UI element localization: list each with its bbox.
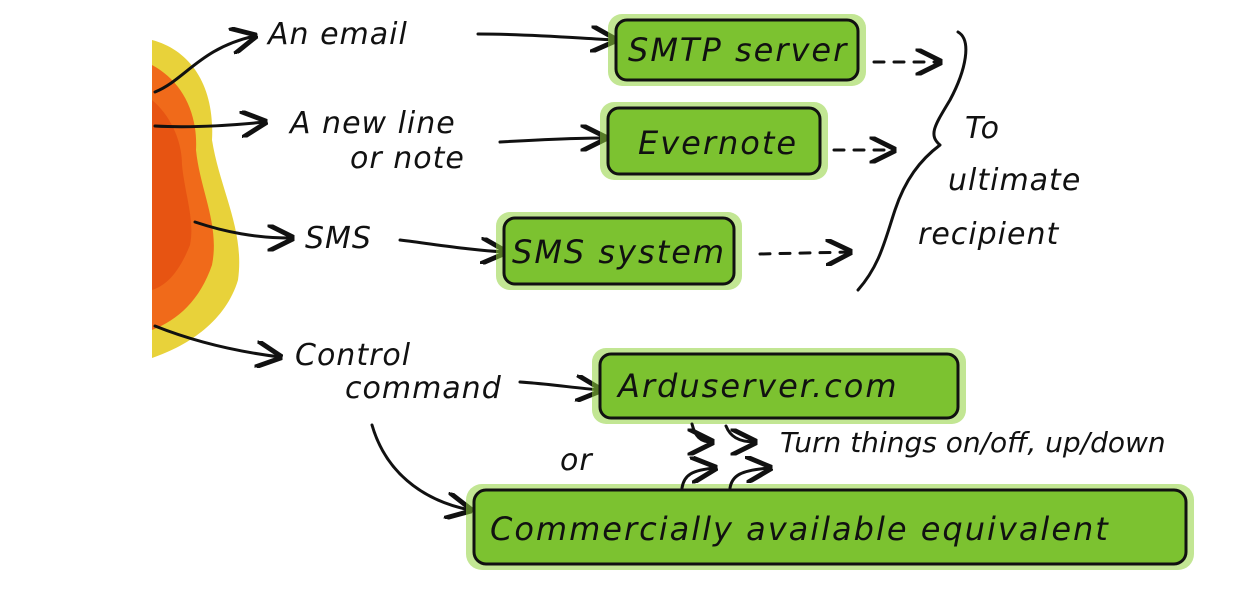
arrow-newline-to-evernote — [498, 138, 605, 142]
dashed-arrow-sms — [758, 252, 850, 254]
input-sms-label: SMS — [305, 221, 372, 256]
input-note-label: or note — [350, 141, 465, 176]
arrow-source-to-email — [153, 36, 255, 94]
input-email-label: An email — [266, 17, 408, 52]
system-arduserver-label: Arduserver.com — [616, 367, 899, 405]
system-commercial-label: Commercially available equivalent — [490, 510, 1110, 548]
arrow-source-to-newline — [153, 122, 265, 127]
source-blob — [152, 40, 240, 358]
recipient-brace — [856, 30, 968, 292]
arrow-arduserver-action-1 — [692, 422, 712, 442]
system-box-evernote: Evernote — [600, 102, 828, 180]
system-box-commercial: Commercially available equivalent — [466, 484, 1194, 570]
system-box-arduserver: Arduserver.com — [592, 348, 966, 424]
system-sms-label: SMS system — [512, 233, 726, 271]
input-newline-label: A new line — [288, 106, 456, 141]
arrow-command-to-commercial — [370, 423, 470, 510]
system-evernote-label: Evernote — [638, 124, 798, 162]
arrow-email-to-smtp — [476, 34, 615, 40]
recipient-line-2: ultimate — [948, 163, 1081, 198]
arrow-command-to-arduserver — [518, 382, 600, 390]
recipient-line-1: To — [965, 111, 1000, 146]
action-label: Turn things on/off, up/down — [780, 426, 1166, 459]
recipient-line-3: recipient — [918, 217, 1059, 252]
input-control-label: Control — [295, 338, 411, 373]
arrow-source-to-sms — [193, 220, 292, 238]
arrow-arduserver-action-2 — [724, 424, 755, 442]
arrow-commercial-action-2 — [728, 468, 770, 490]
arrow-commercial-action-1 — [680, 468, 715, 490]
arrow-sms-to-smssystem — [398, 240, 505, 252]
arrow-source-to-control — [153, 324, 280, 357]
system-box-sms: SMS system — [496, 212, 742, 290]
input-command-label: command — [345, 371, 502, 406]
system-box-smtp: SMTP server — [608, 14, 866, 86]
or-label: or — [560, 443, 593, 478]
system-smtp-label: SMTP server — [628, 31, 848, 69]
